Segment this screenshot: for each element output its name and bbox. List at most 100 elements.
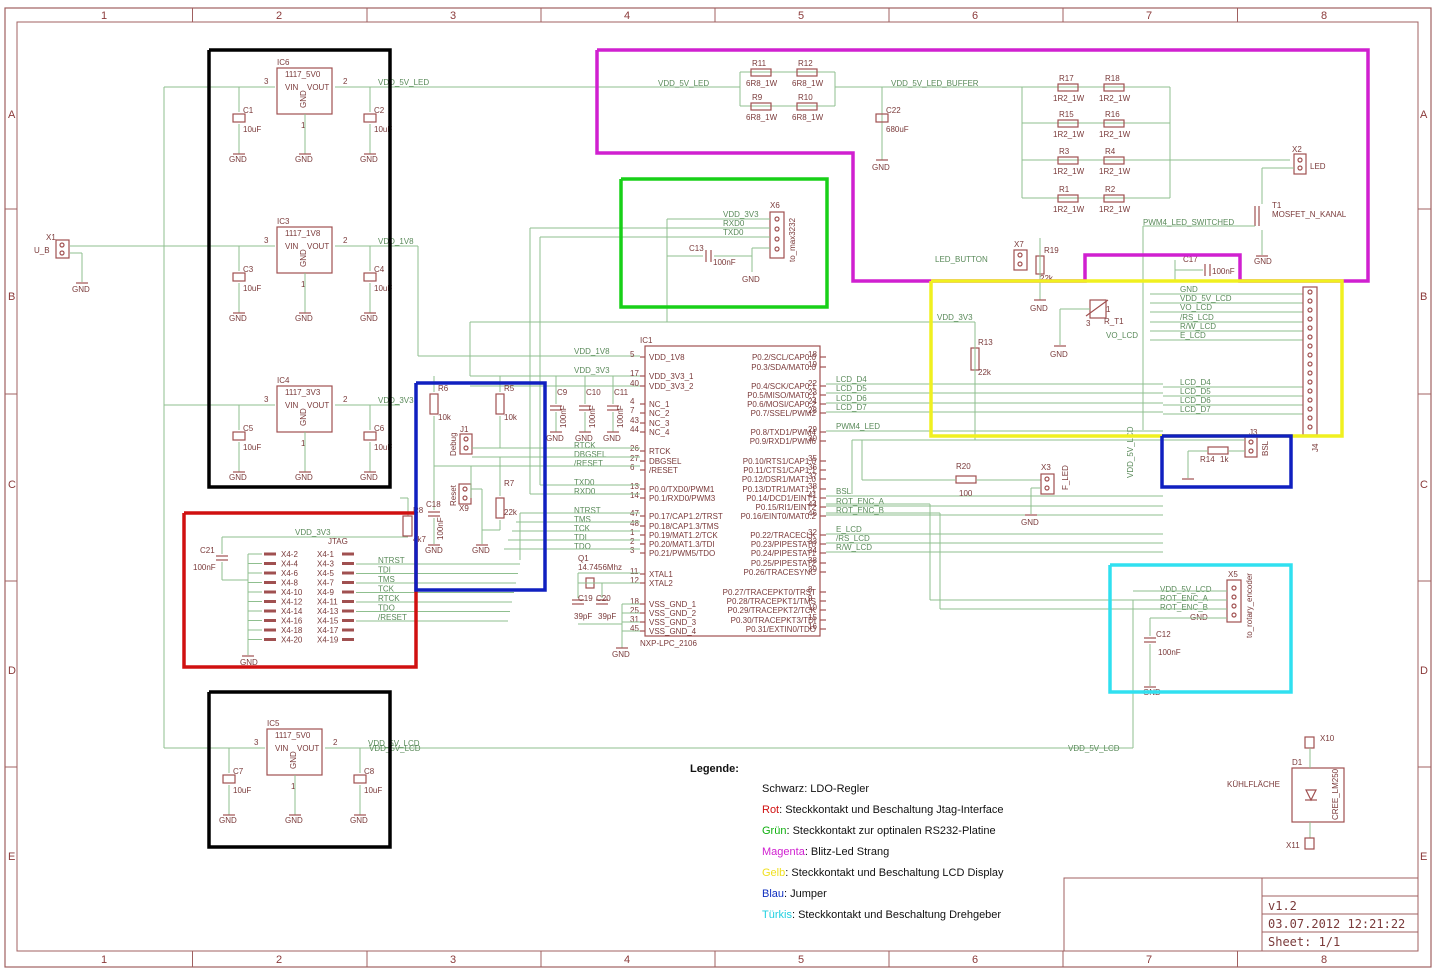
resistor xyxy=(1057,83,1079,92)
mcu-pin-number: 32 xyxy=(808,528,817,537)
lcd-pin xyxy=(1307,325,1313,331)
frame-row-right: B xyxy=(1420,291,1427,303)
supply-wiring xyxy=(70,86,1134,749)
mcu-pin-name: P0.18/CAP1.3/TMS xyxy=(649,522,719,531)
mcu-pin-name: P0.28/TRACEPKT1/TMS xyxy=(727,597,816,606)
lcd-net-label: /RS_LCD xyxy=(1180,313,1214,322)
mcu-pin-number: 6 xyxy=(630,463,635,472)
resistor-value: 6R8_1W xyxy=(792,113,824,122)
mcu-pin-name: P0.8/TXD1/PWM4 xyxy=(751,428,817,437)
lcd-pin xyxy=(1307,307,1313,313)
x9-name: Reset xyxy=(449,484,458,506)
regulator-pin1: 1 xyxy=(301,121,306,130)
mcu-pin-name: P0.0/TXD0/PWM1 xyxy=(649,485,715,494)
jtag-pin-label: X4-18 xyxy=(281,626,303,635)
mcu-pin-number: 35 xyxy=(808,454,817,463)
mcu-left-net: VDD_3V3 xyxy=(574,366,610,375)
capacitor-ref: C8 xyxy=(364,767,375,776)
resistor-value: 6R8_1W xyxy=(792,79,824,88)
mcu-pin-number: 23 xyxy=(808,388,817,397)
frame-col-bottom: 3 xyxy=(450,954,456,966)
c12-ref: C12 xyxy=(1156,630,1171,639)
jtag-pin-label: X4-19 xyxy=(317,636,339,645)
frame-row-left: A xyxy=(8,109,16,121)
box-jtag xyxy=(182,511,418,669)
jtag-pin-label: X4-1 xyxy=(317,550,334,559)
regulator-pin-vin: VIN xyxy=(285,401,299,410)
j1-name: Debug xyxy=(449,432,458,456)
c22-ref: C22 xyxy=(886,106,901,115)
c17-value: 100nF xyxy=(1212,267,1235,276)
mcu-pin-number: 16 xyxy=(808,622,817,631)
mcu-pin-name: P0.2/SCL/CAP0.0 xyxy=(752,353,817,362)
r7-gnd: GND xyxy=(472,546,490,555)
gnd-label: GND xyxy=(295,314,313,323)
regulator-value: 1117_5V0 xyxy=(275,731,311,740)
mcu-pin-name: /RESET xyxy=(649,466,678,475)
mcu-pin-number: 2 xyxy=(630,537,635,546)
x1-ref: X1 xyxy=(46,233,56,242)
frame-row-left: C xyxy=(8,479,16,491)
mcu-pin-name: P0.17/CAP1.2/TRST xyxy=(649,512,723,521)
mcu-pin-number: 3 xyxy=(630,546,635,555)
resistor xyxy=(796,102,818,111)
jtag-signal: TDI xyxy=(378,566,391,575)
r19-value: 22k xyxy=(1040,274,1054,283)
mcu-pin-number: 48 xyxy=(630,519,639,528)
resistor xyxy=(1057,156,1079,165)
j4-ref: J4 xyxy=(1311,443,1320,452)
mcu-pin-number: 41 xyxy=(808,491,817,500)
mcu-pin-number: 24 xyxy=(808,397,817,406)
lcd-data-label: LCD_D5 xyxy=(1180,387,1211,396)
mcu-pin-name: VSS_GND_2 xyxy=(649,609,697,618)
jtag-pin xyxy=(342,600,354,603)
capacitor xyxy=(363,113,377,123)
mcu-pin-name: DBGSEL xyxy=(649,457,682,466)
mcu-pin-number: 14 xyxy=(630,491,639,500)
x9-ref: X9 xyxy=(459,504,469,513)
resistor-ref: R9 xyxy=(752,93,763,102)
mcu-right-net: LCD_D5 xyxy=(836,384,867,393)
mcu-pin-number: 37 xyxy=(808,472,817,481)
mcu-pin-name: P0.27/TRACEPKT0/TRST xyxy=(723,588,816,597)
regulator-pin1: 1 xyxy=(301,439,306,448)
x7-ref: X7 xyxy=(1014,240,1024,249)
rt1-ref: R_T1 xyxy=(1104,317,1124,326)
resistor xyxy=(1103,156,1125,165)
mcu-pin-number: 30 xyxy=(808,434,817,443)
resistor-ref: R10 xyxy=(798,93,813,102)
lcd-net-label: VDD_5V_LCD xyxy=(1180,294,1232,303)
legend-text: : Steckkontakt zur optinalen RS232-Plati… xyxy=(786,825,995,837)
x3-gnd: GND xyxy=(1021,518,1039,527)
capacitor-ref: C10 xyxy=(586,388,601,397)
jtag-pin xyxy=(342,590,354,594)
jtag-pin-label: X4-13 xyxy=(317,607,339,616)
legend-item: Rot: Steckkontakt und Beschaltung Jtag-I… xyxy=(762,804,1004,816)
mcu-right-net: R/W_LCD xyxy=(836,543,872,552)
capacitor-ref: C6 xyxy=(374,424,385,433)
resistor-ref: R12 xyxy=(798,59,813,68)
resistor-ref: R1 xyxy=(1059,185,1070,194)
mcu-left-net: TCK xyxy=(574,524,591,533)
mcu-pin-number: 22 xyxy=(808,379,817,388)
legend-text: : Blitz-Led Strang xyxy=(805,846,889,858)
mcu-right-net: PWM4_LED xyxy=(836,422,880,431)
capacitor-ref: C2 xyxy=(374,106,385,115)
mcu-pin-name: P0.5/MISO/MAT0.1 xyxy=(747,391,816,400)
mcu-right-net: LCD_D6 xyxy=(836,394,867,403)
rt1-pin3: 3 xyxy=(1086,319,1091,328)
mcu-pin-name: XTAL2 xyxy=(649,579,673,588)
lcd-pin xyxy=(1307,370,1313,376)
regulator-pin-vin: VIN xyxy=(285,242,299,251)
jtag-pin-label: X4-7 xyxy=(317,579,334,588)
frame-row-left: D xyxy=(8,665,16,677)
legend-key: Türkis xyxy=(762,909,792,921)
mcu-pin-name: P0.21/PWM5/TDO xyxy=(649,549,715,558)
tb-version: v1.2 xyxy=(1268,899,1297,913)
